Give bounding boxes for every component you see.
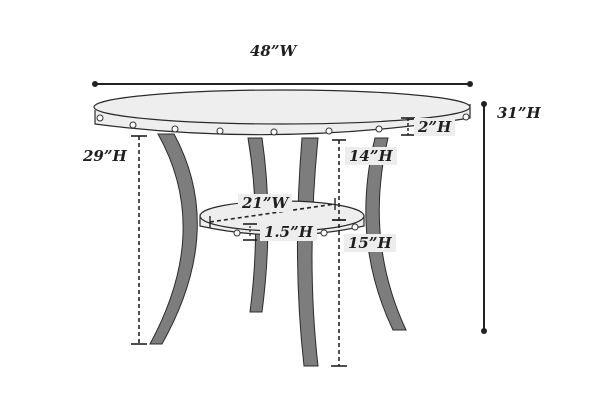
table-legs-front xyxy=(149,133,319,367)
shelf-height-dashed-line xyxy=(331,139,347,367)
overall-width-label: 48”W xyxy=(250,42,297,60)
shelf-to-floor-label: 15”H xyxy=(344,234,396,252)
top-to-shelf-label: 14”H xyxy=(345,147,397,165)
overall-width-line xyxy=(92,81,473,87)
overall-height-line xyxy=(481,101,487,334)
table-height-dashed-line xyxy=(131,135,147,345)
shelf-thickness-marker xyxy=(243,223,257,241)
table-top xyxy=(93,89,471,136)
overall-height-label: 31”H xyxy=(497,104,541,122)
top-thickness-marker xyxy=(401,117,415,136)
shelf-width-label: 21”W xyxy=(238,194,293,212)
top-thickness-label: 2”H xyxy=(414,118,456,136)
table-height-label: 29”H xyxy=(83,147,127,165)
shelf-thickness-label: 1.5”H xyxy=(260,223,317,241)
